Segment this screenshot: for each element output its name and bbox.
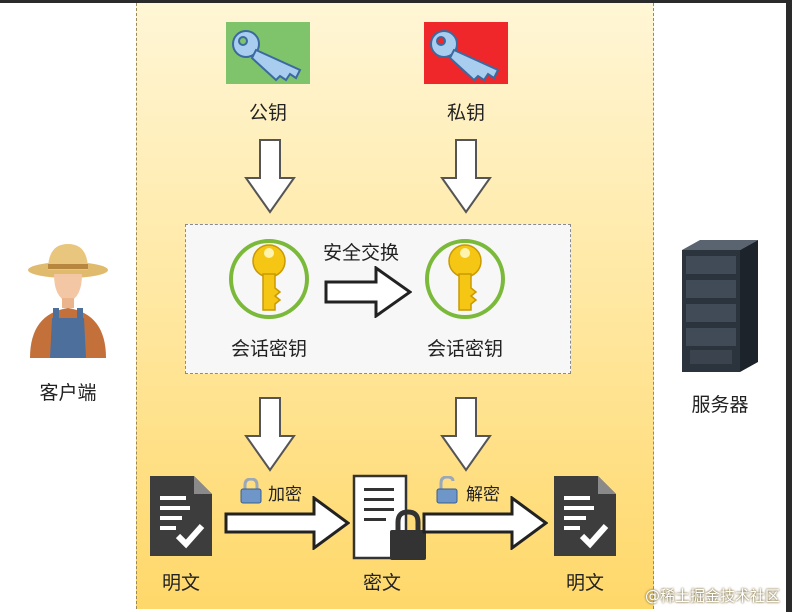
session-key-left-icon <box>229 239 309 319</box>
ciphertext-document-icon <box>352 474 426 560</box>
server-icon <box>682 240 758 372</box>
private-key-label: 私钥 <box>446 102 485 124</box>
right-arrow-exchange <box>324 266 412 318</box>
session-key-left-label: 会话密钥 <box>230 338 307 360</box>
public-key-icon <box>226 22 310 84</box>
window-top-border <box>0 0 792 3</box>
encrypt-padlock-icon <box>240 478 262 504</box>
decrypt-label: 解密 <box>466 485 500 505</box>
plaintext-right-document-icon <box>554 476 616 556</box>
plaintext-right-label: 明文 <box>565 572 604 594</box>
server-label: 服务器 <box>691 394 749 416</box>
plaintext-left-label: 明文 <box>161 572 200 594</box>
ciphertext-label: 密文 <box>362 572 401 594</box>
exchange-label: 安全交换 <box>322 242 399 264</box>
window-right-border <box>786 0 792 612</box>
right-arrow-decrypt <box>422 496 548 550</box>
down-arrow-session-right <box>440 397 492 472</box>
down-arrow-session-left <box>244 397 296 472</box>
decrypt-padlock-icon <box>436 476 458 504</box>
encrypt-label: 加密 <box>268 485 302 505</box>
session-key-right-icon <box>425 239 505 319</box>
right-arrow-encrypt <box>224 496 350 550</box>
down-arrow-public <box>244 139 296 214</box>
plaintext-left-document-icon <box>150 476 212 556</box>
down-arrow-private <box>440 139 492 214</box>
public-key-label: 公钥 <box>248 102 287 124</box>
client-avatar-icon <box>28 244 108 358</box>
watermark: @稀土掘金技术社区 <box>644 587 780 605</box>
client-label: 客户端 <box>39 382 97 404</box>
private-key-icon <box>424 22 508 84</box>
session-key-right-label: 会话密钥 <box>426 338 503 360</box>
